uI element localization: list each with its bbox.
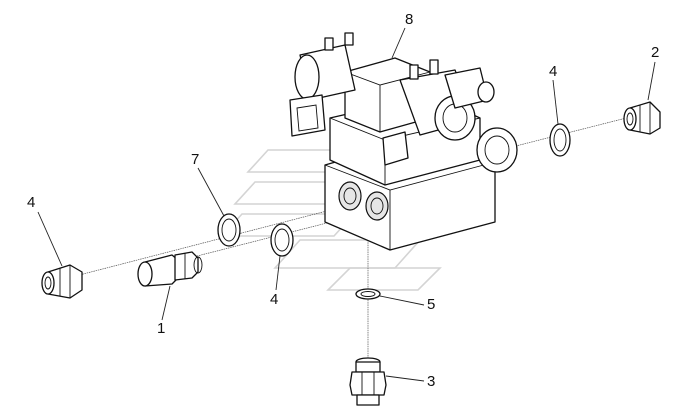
callout-2: 2 — [651, 44, 660, 61]
callout-3: 3 — [427, 373, 436, 390]
leader-lines — [37, 27, 656, 382]
o-ring-part-4-top — [549, 123, 571, 157]
washer-part-5 — [355, 288, 381, 300]
callout-4-top: 4 — [549, 63, 558, 80]
fitting-part-3 — [349, 357, 387, 406]
fitting-part-2 — [623, 101, 661, 135]
o-ring-part-7 — [217, 213, 241, 247]
callout-4-bottom: 4 — [270, 291, 279, 308]
callout-5: 5 — [427, 296, 436, 313]
callout-7: 7 — [191, 151, 200, 168]
valve-block-part-8 — [289, 32, 518, 251]
callout-8: 8 — [405, 11, 414, 28]
o-ring-part-4-bottom — [270, 223, 294, 257]
callout-4-left: 4 — [27, 194, 36, 211]
callout-1: 1 — [157, 320, 166, 337]
barbed-fitting-part-1 — [137, 251, 203, 287]
fitting-part-4-left — [41, 264, 83, 299]
